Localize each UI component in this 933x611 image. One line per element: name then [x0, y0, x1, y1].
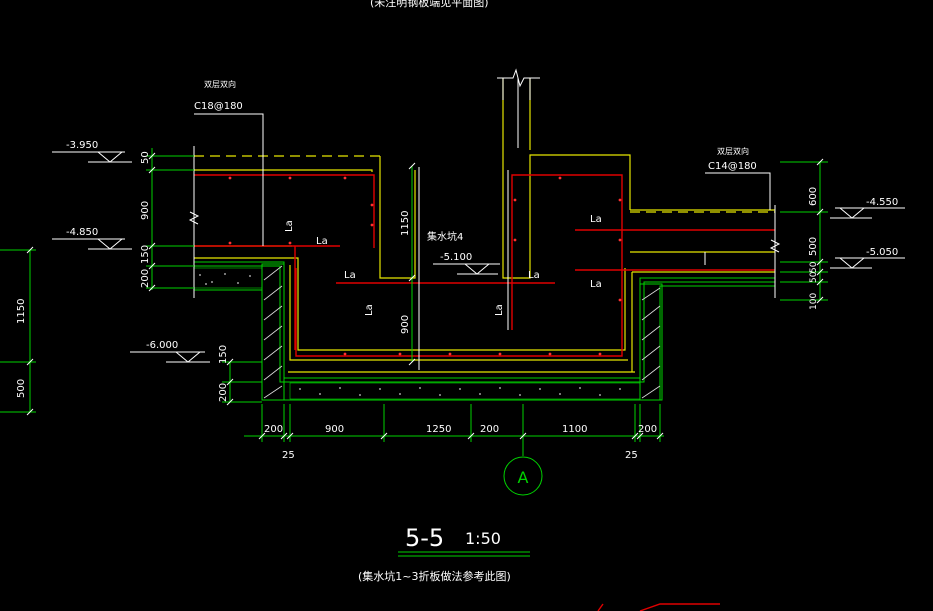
pit-label: 集水坑4: [427, 230, 463, 243]
dim-text: 1150: [400, 211, 411, 236]
slab-outline: [194, 78, 775, 373]
dim-text: 200: [264, 424, 283, 435]
lap-label: La: [590, 214, 602, 225]
section-scale: 1:50: [465, 529, 501, 548]
footer-note: (集水坑1~3折板做法参考此图): [358, 569, 511, 583]
dim-text: 900: [325, 424, 344, 435]
callout-left-spec: C18@180: [194, 101, 243, 112]
dim-text: 25: [282, 450, 295, 461]
lap-label: La: [590, 279, 602, 290]
dim-text: 150: [218, 345, 229, 364]
callout-left-title: 双层双向: [204, 79, 236, 89]
lap-label: La: [528, 270, 540, 281]
dim-text: 1100: [562, 424, 587, 435]
axis-bubble: [503, 456, 543, 496]
elev-pit: -5.100: [440, 252, 472, 263]
rebar: [194, 174, 775, 357]
section-lines: [188, 68, 781, 370]
dim-text: 200: [480, 424, 499, 435]
lap-label: La: [364, 304, 375, 316]
dim-text: 150: [140, 245, 151, 264]
partial-element: [597, 603, 720, 611]
lap-label: La: [284, 220, 295, 232]
axis-label: A: [518, 468, 529, 487]
elevation-markers: -3.950 -4.850 -6.000 -5.100 -4.550 -5.05…: [52, 140, 905, 363]
waterproof-layer: [193, 261, 775, 401]
elev-bottom: -6.000: [146, 340, 178, 351]
dim-text: 900: [140, 201, 151, 220]
dim-text: 100: [809, 293, 819, 310]
dim-text: 200: [140, 269, 151, 288]
lap-label: La: [494, 304, 505, 316]
dim-text: 1150: [16, 299, 27, 324]
header-note: (未注明钢板端见平面图): [370, 0, 489, 9]
dim-text: 200: [218, 383, 229, 402]
dim-text: 200: [638, 424, 657, 435]
dim-text: 900: [400, 315, 411, 334]
dim-text: 1250: [426, 424, 451, 435]
dim-text: 25: [625, 450, 638, 461]
lap-label: La: [344, 270, 356, 281]
elev-right-mid: -5.050: [866, 247, 898, 258]
elev-left-mid: -4.850: [66, 227, 98, 238]
dimension-lines: [0, 148, 828, 442]
lap-labels: La La La La La La La La: [284, 214, 602, 316]
elev-right-top: -4.550: [866, 197, 898, 208]
dim-text: 50: [809, 261, 819, 273]
dimension-texts: 50 900 150 200 1150 500 1150 900 150 200…: [16, 151, 819, 461]
dim-text: 500: [16, 379, 27, 398]
lap-label: La: [316, 236, 328, 247]
callout-right-spec: C14@180: [708, 161, 757, 172]
callout-right-title: 双层双向: [717, 146, 749, 156]
elev-left-top: -3.950: [66, 140, 98, 151]
dim-text: 50: [809, 271, 819, 283]
dim-text: 500: [808, 237, 819, 256]
section-title: 5-5: [405, 524, 444, 552]
dim-text: 50: [140, 151, 151, 164]
dim-text: 600: [808, 187, 819, 206]
